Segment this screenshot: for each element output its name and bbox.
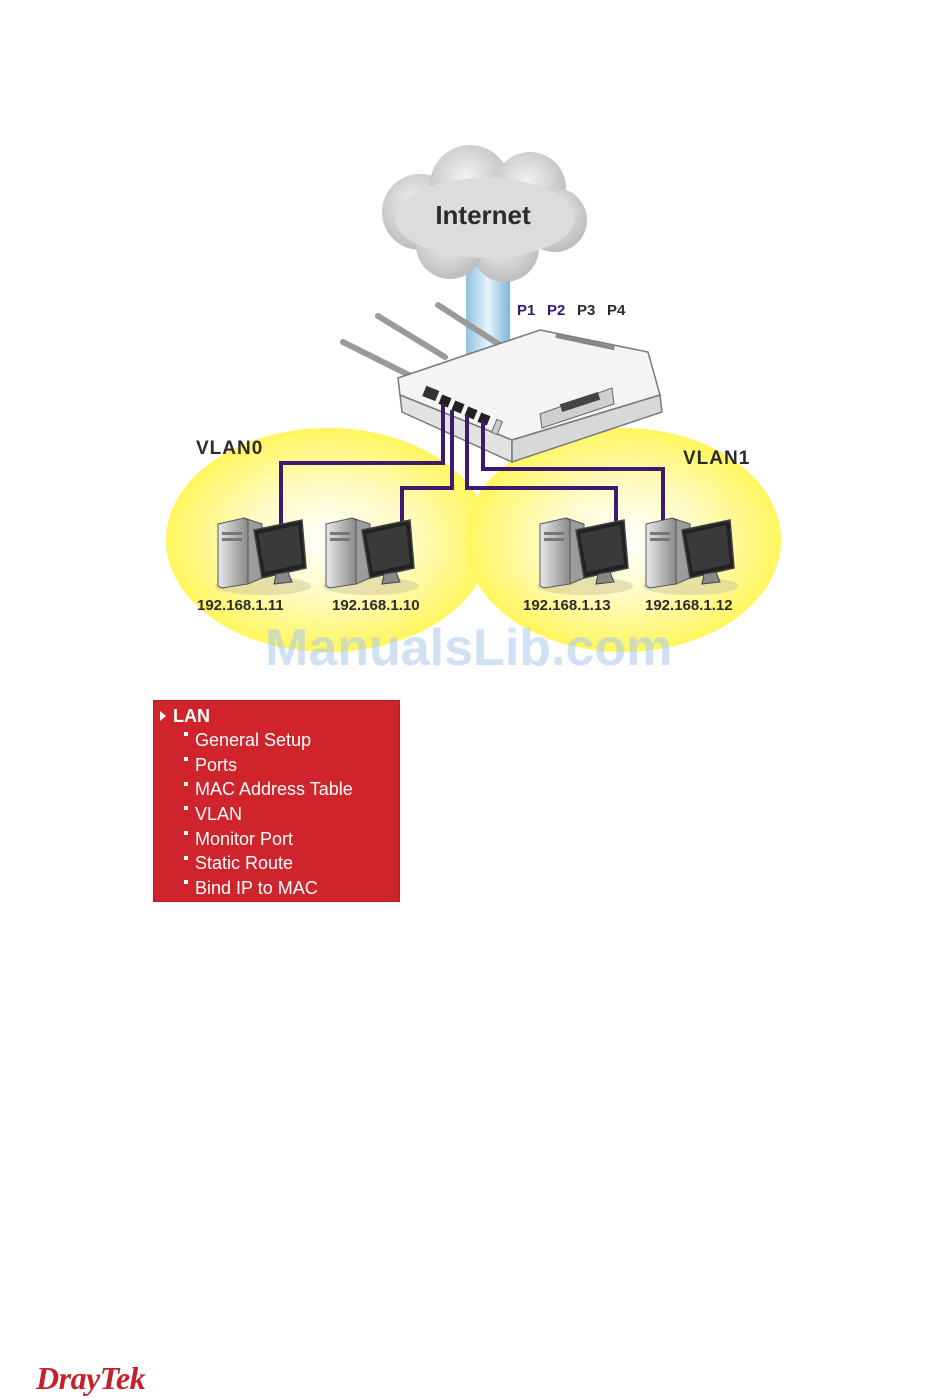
bullet-icon — [184, 856, 188, 860]
menu-header-lan[interactable]: LAN — [160, 704, 210, 728]
lan-menu: LAN General Setup Ports MAC Address Tabl… — [153, 700, 400, 902]
port-label-p3: P3 — [577, 302, 595, 319]
caret-right-icon — [160, 711, 166, 721]
vlan0-label: VLAN0 — [196, 438, 263, 459]
bullet-icon — [184, 757, 188, 761]
menu-item-label: General Setup — [195, 730, 311, 751]
bullet-icon — [184, 831, 188, 835]
menu-item-mac-address-table[interactable]: MAC Address Table — [184, 777, 353, 802]
menu-header-label: LAN — [173, 706, 210, 727]
internet-label: Internet — [435, 200, 531, 230]
pc-host-2 — [323, 518, 419, 595]
host-ip-4: 192.168.1.12 — [645, 597, 733, 614]
port-label-p2: P2 — [547, 302, 565, 319]
menu-item-vlan[interactable]: VLAN — [184, 802, 353, 827]
menu-item-label: Ports — [195, 755, 237, 776]
port-label-p4: P4 — [607, 302, 626, 319]
host-ip-1: 192.168.1.11 — [197, 597, 284, 614]
watermark: ManualsLib.com — [265, 618, 672, 678]
menu-items: General Setup Ports MAC Address Table VL… — [184, 728, 353, 901]
menu-item-monitor-port[interactable]: Monitor Port — [184, 827, 353, 852]
bullet-icon — [184, 880, 188, 884]
host-ip-3: 192.168.1.13 — [523, 597, 611, 614]
menu-item-label: MAC Address Table — [195, 779, 353, 800]
pc-host-1 — [215, 518, 311, 595]
menu-item-label: Bind IP to MAC — [195, 878, 318, 899]
menu-item-ports[interactable]: Ports — [184, 753, 353, 778]
vlan1-label: VLAN1 — [683, 448, 750, 469]
bullet-icon — [184, 732, 188, 736]
menu-item-label: Monitor Port — [195, 829, 293, 850]
menu-item-general-setup[interactable]: General Setup — [184, 728, 353, 753]
menu-item-static-route[interactable]: Static Route — [184, 851, 353, 876]
host-ip-2: 192.168.1.10 — [332, 597, 420, 614]
logo-part1: Dray — [36, 1360, 100, 1396]
pc-host-3 — [537, 518, 633, 595]
port-label-p1: P1 — [517, 302, 535, 319]
pc-host-4 — [643, 518, 739, 595]
menu-item-bind-ip-to-mac[interactable]: Bind IP to MAC — [184, 876, 353, 901]
draytek-logo: DrayTek — [36, 1360, 145, 1397]
logo-part2: Tek — [100, 1360, 145, 1396]
vlan-diagram: Internet P1 P2 P3 P4 VLAN0 VLAN1 — [0, 0, 950, 700]
menu-item-label: VLAN — [195, 804, 242, 825]
bullet-icon — [184, 806, 188, 810]
menu-item-label: Static Route — [195, 853, 293, 874]
bullet-icon — [184, 782, 188, 786]
